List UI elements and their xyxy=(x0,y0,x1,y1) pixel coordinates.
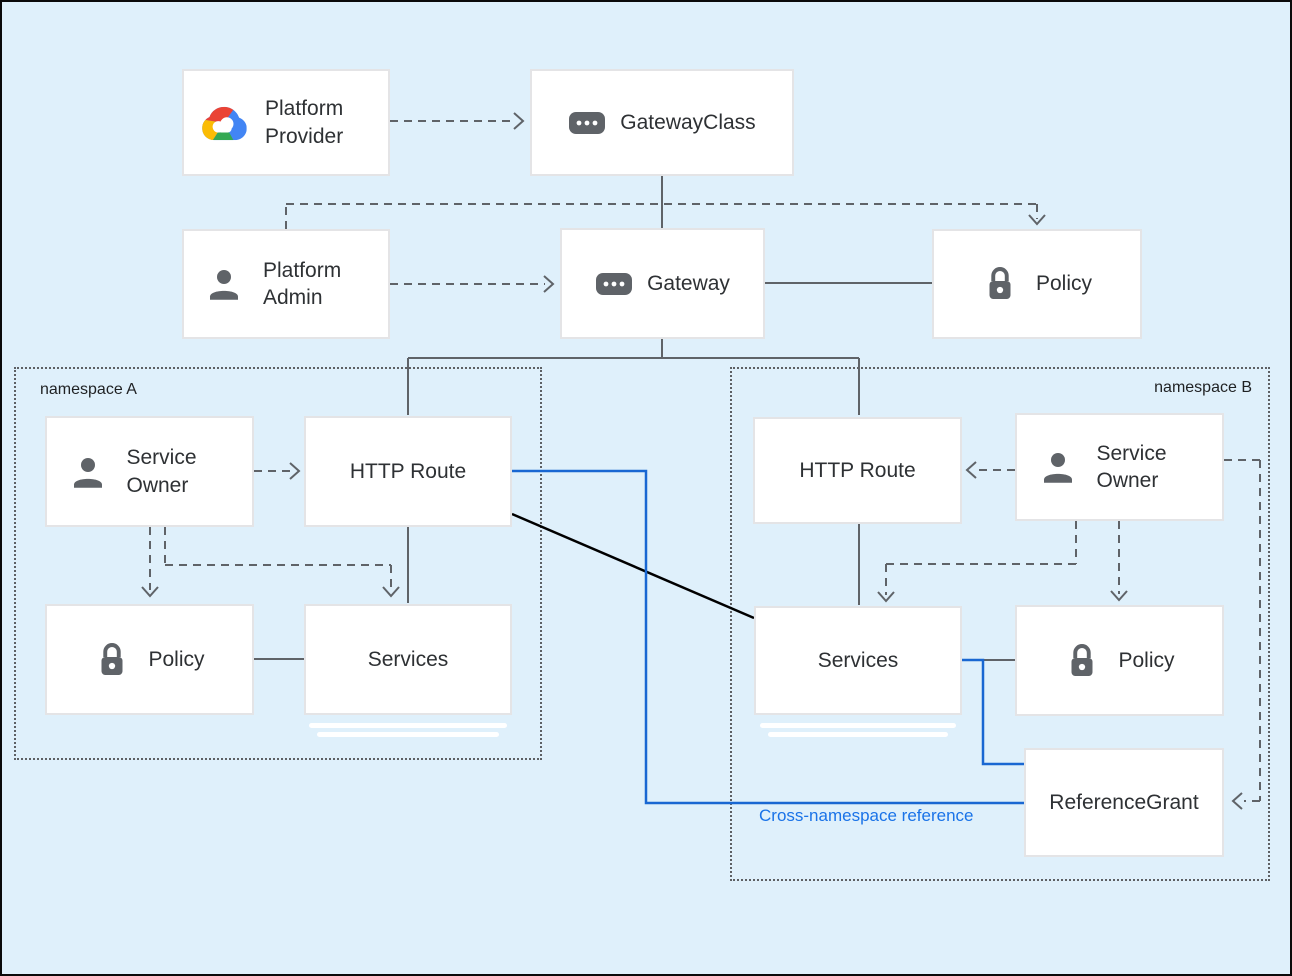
node-policy-root: Policy xyxy=(932,229,1142,339)
node-services-b: Services xyxy=(754,606,962,715)
node-http-route-a: HTTP Route xyxy=(304,416,512,527)
edge-httproute-a-services-b xyxy=(511,512,755,620)
arrowhead-down-services-b xyxy=(877,591,895,603)
node-referencegrant: ReferenceGrant xyxy=(1024,748,1224,857)
arrowhead-down-policy-a xyxy=(141,586,159,598)
namespace-b-boundary: namespace B xyxy=(730,367,1270,881)
node-gatewayclass: GatewayClass xyxy=(530,69,794,176)
cross-namespace-reference-label: Cross-namespace reference xyxy=(759,806,974,825)
edge-services-b-referencegrant-blue xyxy=(962,658,1024,766)
person-icon xyxy=(67,451,109,493)
node-label: Platform Provider xyxy=(265,97,344,148)
edge-httproute-a-referencegrant-blue xyxy=(512,469,1024,805)
node-label: Services xyxy=(367,647,449,671)
arrowhead-left-httproute-b xyxy=(965,461,977,479)
arrowhead-down-policy-b xyxy=(1110,590,1128,602)
edge-owner-b-services-b xyxy=(885,521,1077,595)
services-a-stack-line xyxy=(317,732,499,737)
resource-chip-icon xyxy=(595,272,633,296)
node-label: Services xyxy=(817,648,899,672)
node-services-a: Services xyxy=(304,604,512,715)
arrowhead-right-gateway xyxy=(543,275,555,293)
edge-gateway-httproutes xyxy=(407,339,860,415)
node-label: Service Owner xyxy=(1096,441,1167,492)
namespace-b-label: namespace B xyxy=(1154,379,1252,396)
lock-icon xyxy=(982,264,1018,304)
node-service-owner-b: Service Owner xyxy=(1015,413,1224,521)
node-label: Gateway xyxy=(647,271,730,295)
node-http-route-b: HTTP Route xyxy=(753,417,962,524)
node-service-owner-a: Service Owner xyxy=(45,416,254,527)
arrowhead-right-httproute-a xyxy=(289,462,301,480)
edge-owner-b-referencegrant xyxy=(1224,459,1261,802)
lock-icon xyxy=(94,640,130,680)
node-label: ReferenceGrant xyxy=(1049,790,1199,814)
node-label: Policy xyxy=(1118,648,1175,672)
arrowhead-down-services-a xyxy=(382,586,400,598)
arrowhead-down-policy-root xyxy=(1028,214,1046,226)
services-b-stack-line xyxy=(760,723,956,728)
node-platform-provider: Platform Provider xyxy=(182,69,390,176)
node-policy-b: Policy xyxy=(1015,605,1224,716)
lock-icon xyxy=(1064,641,1100,681)
edge-admin-policy xyxy=(285,203,1038,229)
node-label: Policy xyxy=(1035,272,1093,296)
namespace-a-label: namespace A xyxy=(40,381,137,398)
node-policy-a: Policy xyxy=(45,604,254,715)
node-label: Policy xyxy=(148,647,205,671)
google-cloud-icon xyxy=(201,104,247,142)
node-label: GatewayClass xyxy=(620,110,756,134)
node-gateway: Gateway xyxy=(560,228,765,339)
namespace-a-boundary: namespace A xyxy=(14,367,542,760)
node-label: HTTP Route xyxy=(799,458,916,482)
node-label: Platform Admin xyxy=(263,258,342,309)
node-label: HTTP Route xyxy=(349,459,467,483)
node-label: Service Owner xyxy=(126,446,197,497)
services-b-stack-line xyxy=(768,732,948,737)
arrowhead-right-gatewayclass xyxy=(513,112,525,130)
edge-owner-a-services-a xyxy=(164,527,392,590)
arrowhead-left-referencegrant xyxy=(1231,792,1243,810)
person-icon xyxy=(1037,446,1079,488)
services-a-stack-line xyxy=(309,723,507,728)
node-platform-admin: Platform Admin xyxy=(182,229,390,339)
resource-chip-icon xyxy=(568,111,606,135)
person-icon xyxy=(203,263,245,305)
